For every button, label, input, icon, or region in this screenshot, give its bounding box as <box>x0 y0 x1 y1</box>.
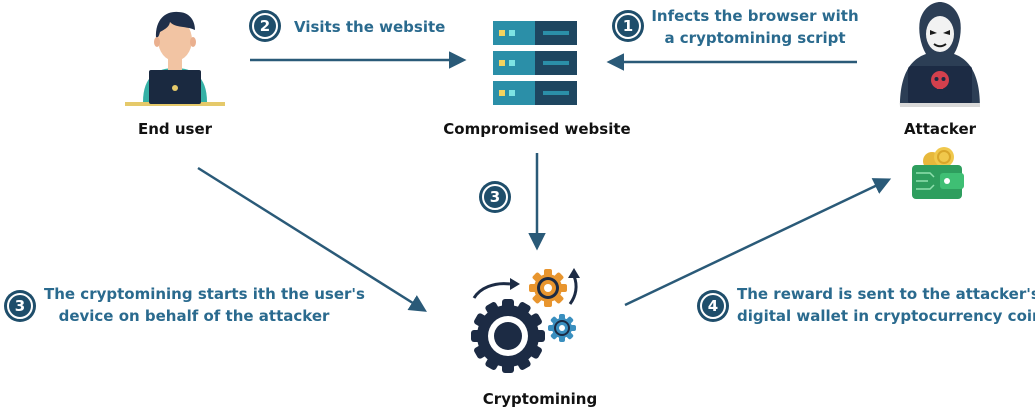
step-2-text: Visits the website <box>294 16 445 38</box>
website-label: Compromised website <box>443 120 631 138</box>
step-3-left-text-line2: device on behalf of the attacker <box>58 307 330 325</box>
hacker-icon <box>900 2 980 107</box>
step-4-badge: 4 <box>697 290 729 322</box>
step-3-center-badge: 3 <box>479 181 511 213</box>
arrow-cryptomining-to-wallet <box>624 178 892 307</box>
step-4-number: 4 <box>700 293 726 319</box>
step-3-left-text: The cryptomining starts ith the user's d… <box>44 283 365 327</box>
step-3-left-text-line1: The cryptomining starts ith the user's <box>44 285 365 303</box>
step-3-center-number: 3 <box>482 184 508 210</box>
step-1-text: Infects the browser with a cryptomining … <box>650 5 860 49</box>
step-3-left-number: 3 <box>7 293 33 319</box>
wallet-icon <box>912 147 964 199</box>
user-at-laptop-icon <box>125 11 225 106</box>
step-1-badge: 1 <box>612 10 644 42</box>
gears-icon <box>471 268 580 373</box>
step-3-left-badge: 3 <box>4 290 36 322</box>
end-user-node <box>125 6 225 108</box>
cryptomining-label: Cryptomining <box>482 390 598 408</box>
website-node <box>493 21 577 105</box>
attacker-node <box>890 0 990 108</box>
end-user-label: End user <box>137 120 213 138</box>
step-1-text-line2: a cryptomining script <box>664 29 846 47</box>
arrow-user-to-cryptomining <box>197 166 427 312</box>
step-4-text: The reward is sent to the attacker's dig… <box>737 283 1035 327</box>
step-4-text-line1: The reward is sent to the attacker's <box>737 285 1035 303</box>
cryptomining-node <box>470 266 590 376</box>
step-1-text-line1: Infects the browser with <box>651 7 859 25</box>
attacker-label: Attacker <box>903 120 977 138</box>
step-2-text-line1: Visits the website <box>294 18 446 36</box>
server-icon <box>493 21 577 105</box>
wallet-node <box>910 147 966 201</box>
step-2-number: 2 <box>252 13 278 39</box>
step-1-number: 1 <box>615 13 641 39</box>
step-4-text-line2: digital wallet in cryptocurrency coins <box>737 307 1035 325</box>
step-2-badge: 2 <box>249 10 281 42</box>
